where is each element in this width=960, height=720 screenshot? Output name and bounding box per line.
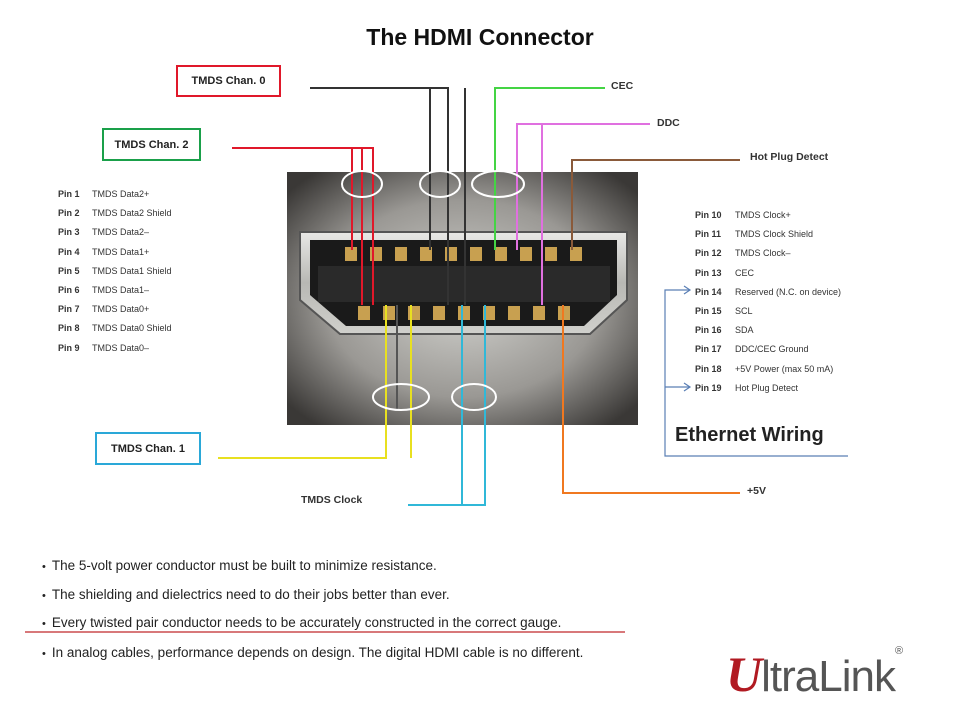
tmds1-wires: [218, 305, 412, 459]
bullet-item: In analog cables, performance depends on…: [42, 645, 584, 660]
hot-plug-wire: [571, 159, 740, 250]
label-tmds-chan-1: TMDS Chan. 1: [95, 432, 201, 465]
pin-row: Pin 18+5V Power (max 50 mA): [695, 364, 834, 374]
bullet-item: Every twisted pair conductor needs to be…: [42, 615, 562, 630]
pair-ellipses: [341, 170, 525, 411]
tmds0-wires: [310, 87, 466, 305]
tmds2-wires: [232, 147, 374, 305]
label-ethernet-wiring: Ethernet Wiring: [675, 424, 824, 446]
label-tmds-clock: TMDS Clock: [301, 494, 363, 506]
label-plus5v: +5V: [747, 485, 766, 497]
page-title: The HDMI Connector: [366, 24, 594, 50]
label-tmds-chan-0: TMDS Chan. 0: [176, 65, 281, 97]
label-tmds-chan-2: TMDS Chan. 2: [102, 128, 201, 161]
ultralink-logo: UltraLink®: [726, 645, 903, 702]
label-cec: CEC: [611, 80, 634, 92]
bottom-pins: [358, 306, 570, 320]
clock-wires: [408, 305, 486, 506]
bullet-item: The shielding and dielectrics need to do…: [42, 587, 450, 602]
ethernet-bracket: [664, 285, 848, 457]
plus5v-wire: [562, 305, 740, 494]
ddc-wires: [516, 123, 650, 305]
label-hot-plug: Hot Plug Detect: [750, 151, 829, 163]
bullet-item: The 5-volt power conductor must be built…: [42, 558, 437, 573]
label-ddc: DDC: [657, 117, 680, 129]
